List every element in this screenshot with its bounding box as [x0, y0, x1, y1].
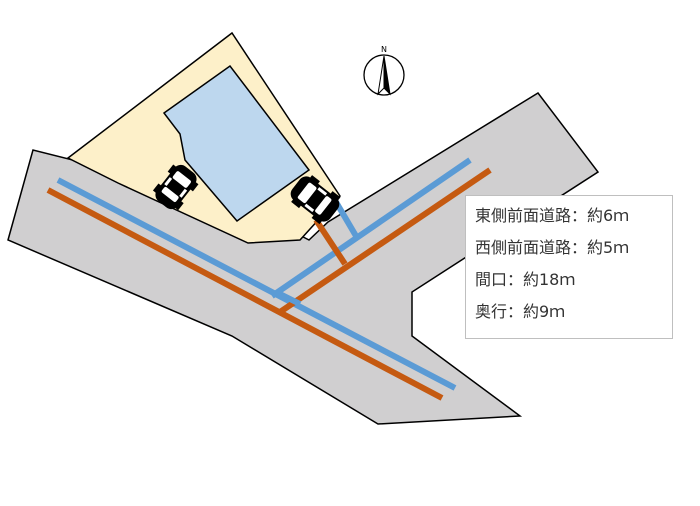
frontage-text: 間口：約18ｍ — [475, 270, 576, 289]
north-arrow-icon: N — [363, 45, 405, 96]
depth-text: 奥行：約9ｍ — [475, 302, 566, 321]
east-road-width-line-orange — [278, 167, 492, 315]
depth-line-orange — [313, 218, 348, 266]
west-road-width-line-blue — [56, 177, 457, 391]
east-road-width-text: 東側前面道路：約6ｍ — [475, 206, 630, 225]
measurement-lines — [46, 157, 492, 401]
depth-line-blue — [333, 200, 359, 238]
car-icon — [290, 175, 341, 225]
frontage-connector-blue — [274, 289, 302, 307]
west-road-width-line-orange — [46, 187, 444, 401]
west-road-width-text: 西側前面道路：約5ｍ — [475, 238, 630, 257]
car-icon — [152, 164, 199, 211]
info-box: 東側前面道路：約6ｍ 西側前面道路：約5ｍ 間口：約18ｍ 奥行：約9ｍ — [465, 195, 673, 339]
north-label: N — [381, 45, 387, 54]
east-road-width-line-blue — [270, 157, 472, 299]
building-footprint — [162, 64, 311, 223]
